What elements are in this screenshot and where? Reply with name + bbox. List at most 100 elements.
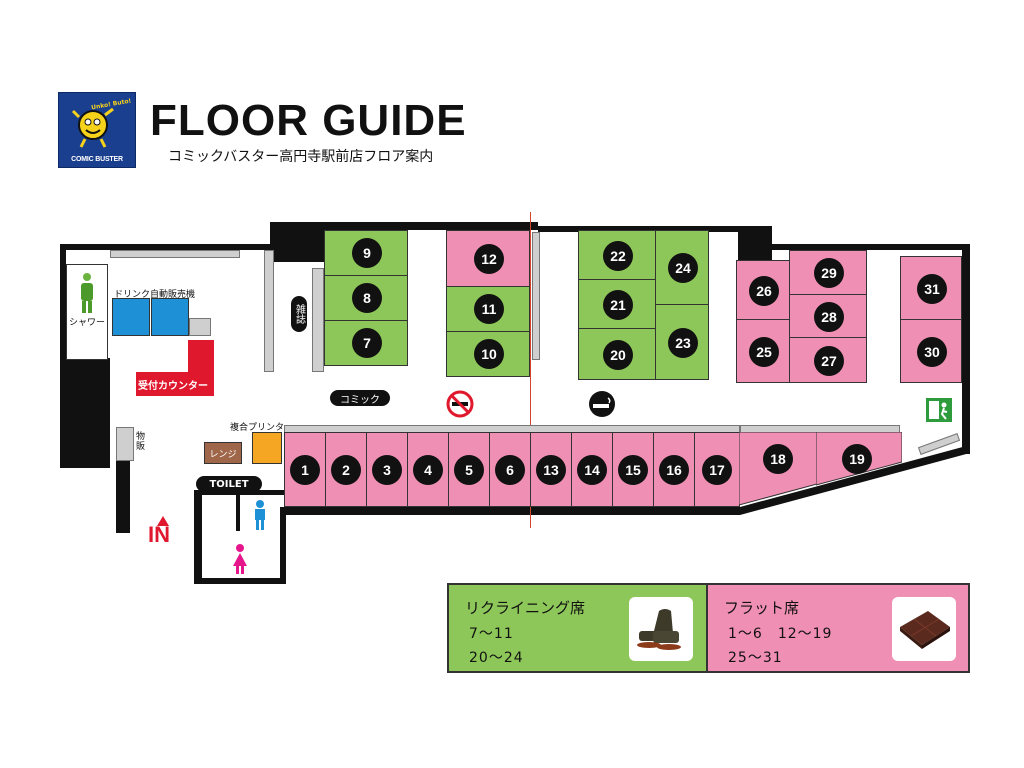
seat-28[interactable]: 28	[789, 294, 867, 338]
seat-12[interactable]: 12	[446, 230, 530, 287]
seat-9[interactable]: 9	[324, 230, 408, 276]
page-title: FLOOR GUIDE	[150, 96, 467, 145]
seat-30[interactable]: 30	[900, 319, 962, 383]
seat-number: 10	[474, 339, 504, 369]
seat-number: 14	[577, 455, 607, 485]
seat-number: 21	[603, 290, 633, 320]
vending-machine-3	[189, 318, 211, 336]
seat-11[interactable]: 11	[446, 286, 530, 332]
seat-19[interactable]: 19	[816, 432, 902, 487]
wall-toilet-top	[194, 490, 284, 495]
seat-20[interactable]: 20	[578, 328, 656, 380]
shower-label: シャワー	[68, 318, 105, 328]
seat-number: 8	[352, 283, 382, 313]
wall-bottom	[284, 507, 740, 515]
seat-17[interactable]: 17	[694, 432, 740, 507]
seat-number: 7	[352, 328, 382, 358]
seat-27[interactable]: 27	[789, 337, 867, 383]
legend-flat-line2: 25～31	[728, 650, 783, 666]
seat-number: 29	[814, 258, 844, 288]
magazine-shelf-left	[264, 250, 274, 372]
mascot-icon	[71, 107, 114, 148]
seat-5[interactable]: 5	[448, 432, 490, 507]
seat-number: 24	[668, 253, 698, 283]
toilet-label: TOILET	[196, 476, 262, 492]
shelf-mid-1	[532, 232, 540, 360]
legend-recliner-line1: 7～11	[469, 626, 514, 642]
wall-top-far-right	[772, 244, 970, 250]
seat-number: 28	[814, 302, 844, 332]
seat-14[interactable]: 14	[571, 432, 613, 507]
wall-right	[962, 244, 970, 454]
seat-22[interactable]: 22	[578, 230, 656, 280]
wall-toilet-left	[194, 490, 202, 582]
seat-number: 19	[842, 444, 872, 474]
mens-toilet-icon	[252, 500, 268, 530]
seat-29[interactable]: 29	[789, 250, 867, 295]
entrance-arrow-icon	[157, 511, 169, 526]
wall-toilet-bottom	[194, 578, 286, 584]
printer	[252, 432, 282, 464]
seat-number: 30	[917, 337, 947, 367]
storage-shelf	[116, 427, 134, 461]
seat-23[interactable]: 23	[655, 304, 709, 380]
wall-bottom-right-slant	[740, 445, 970, 515]
seat-13[interactable]: 13	[530, 432, 572, 507]
microwave-label: レンジ	[209, 449, 237, 460]
shower-icon	[81, 273, 93, 313]
seat-number: 1	[290, 455, 320, 485]
vending-machine-1	[112, 298, 150, 336]
seat-8[interactable]: 8	[324, 275, 408, 321]
wall-pillar-1	[270, 222, 326, 262]
wall-left-bottom	[116, 455, 130, 533]
microwave: レンジ	[204, 442, 242, 464]
seat-number: 17	[702, 455, 732, 485]
seat-7[interactable]: 7	[324, 320, 408, 366]
magazines-label: 雑誌	[291, 296, 307, 332]
wall-toilet-right	[280, 507, 286, 584]
seat-4[interactable]: 4	[407, 432, 449, 507]
entrance-label: IN	[148, 522, 170, 547]
vending-label: ドリンク自動販売機	[114, 290, 196, 300]
seat-number: 2	[331, 455, 361, 485]
magazine-shelf-right	[312, 268, 324, 372]
legend-flat: フラット席 1～6 12～19 25～31	[706, 583, 970, 673]
seat-number: 22	[603, 241, 633, 271]
smoking-icon	[588, 390, 616, 418]
seat-25[interactable]: 25	[736, 319, 790, 383]
seat-15[interactable]: 15	[612, 432, 654, 507]
seat-26[interactable]: 26	[736, 260, 790, 320]
seat-24[interactable]: 24	[655, 230, 709, 305]
toilet-partition	[236, 495, 240, 531]
seat-16[interactable]: 16	[653, 432, 695, 507]
wall-pillar-2	[738, 226, 772, 260]
womens-toilet-icon	[232, 544, 248, 574]
seat-31[interactable]: 31	[900, 256, 962, 320]
no-smoking-icon	[446, 390, 474, 418]
page-subtitle: コミックバスター高円寺駅前店フロア案内	[168, 149, 434, 165]
seat-21[interactable]: 21	[578, 279, 656, 329]
logo-text: COMIC BUSTER	[71, 156, 123, 163]
seat-number: 4	[413, 455, 443, 485]
wall-top-mid	[270, 222, 538, 230]
wall-top-left	[60, 244, 270, 250]
legend-flat-title: フラット席	[724, 599, 800, 617]
seat-number: 15	[618, 455, 648, 485]
shelf-upper-left	[110, 250, 240, 258]
seat-1[interactable]: 1	[284, 432, 326, 507]
recliner-chair-icon	[629, 597, 693, 661]
comics-label: コミック	[330, 390, 390, 406]
seat-10[interactable]: 10	[446, 331, 530, 377]
legend-recliner: リクライニング席 7～11 20～24	[447, 583, 708, 673]
seat-18[interactable]: 18	[739, 432, 817, 507]
seat-number: 25	[749, 337, 779, 367]
seat-6[interactable]: 6	[489, 432, 531, 507]
seat-number: 27	[814, 346, 844, 376]
seat-3[interactable]: 3	[366, 432, 408, 507]
seat-number: 9	[352, 238, 382, 268]
shower-room: シャワー	[66, 264, 108, 360]
wall-top-right	[538, 226, 738, 232]
seat-number: 12	[474, 244, 504, 274]
seat-number: 16	[659, 455, 689, 485]
seat-2[interactable]: 2	[325, 432, 367, 507]
